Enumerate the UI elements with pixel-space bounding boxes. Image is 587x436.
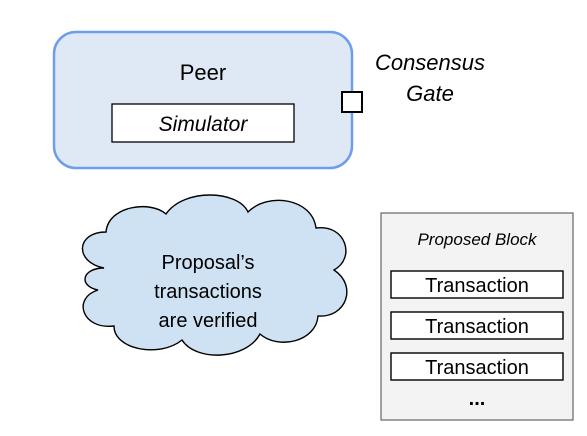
simulator-box (111, 103, 295, 143)
simulator-label: Simulator (159, 113, 249, 136)
more-transactions-ellipsis: ... (469, 388, 486, 410)
transaction-label-2: Transaction (425, 316, 529, 338)
peer-node[interactable]: Peer Simulator (52, 30, 354, 170)
cloud-text-line1: Proposal’s (161, 252, 254, 274)
proposed-block-title: Proposed Block (417, 230, 538, 249)
transaction-label-3: Transaction (425, 357, 529, 379)
consensus-gate[interactable]: Consensus Gate (341, 50, 485, 113)
transaction-box-1 (390, 270, 564, 299)
cloud-text-line2: transactions (154, 281, 262, 303)
consensus-gate-label-line2: Gate (406, 81, 454, 106)
proposed-block[interactable]: Proposed Block Transaction Transaction T… (380, 212, 574, 421)
cloud-shape (81, 194, 348, 356)
peer-box (52, 30, 354, 170)
peer-title: Peer (180, 60, 226, 85)
transaction-box-3 (390, 352, 564, 381)
transaction-box-2 (390, 311, 564, 340)
consensus-gate-port (341, 91, 363, 113)
transaction-label-1: Transaction (425, 275, 529, 297)
verification-cloud[interactable]: Proposal’s transactions are verified (81, 194, 348, 356)
cloud-text-line3: are verified (159, 310, 258, 332)
consensus-gate-label-line1: Consensus (375, 50, 485, 75)
